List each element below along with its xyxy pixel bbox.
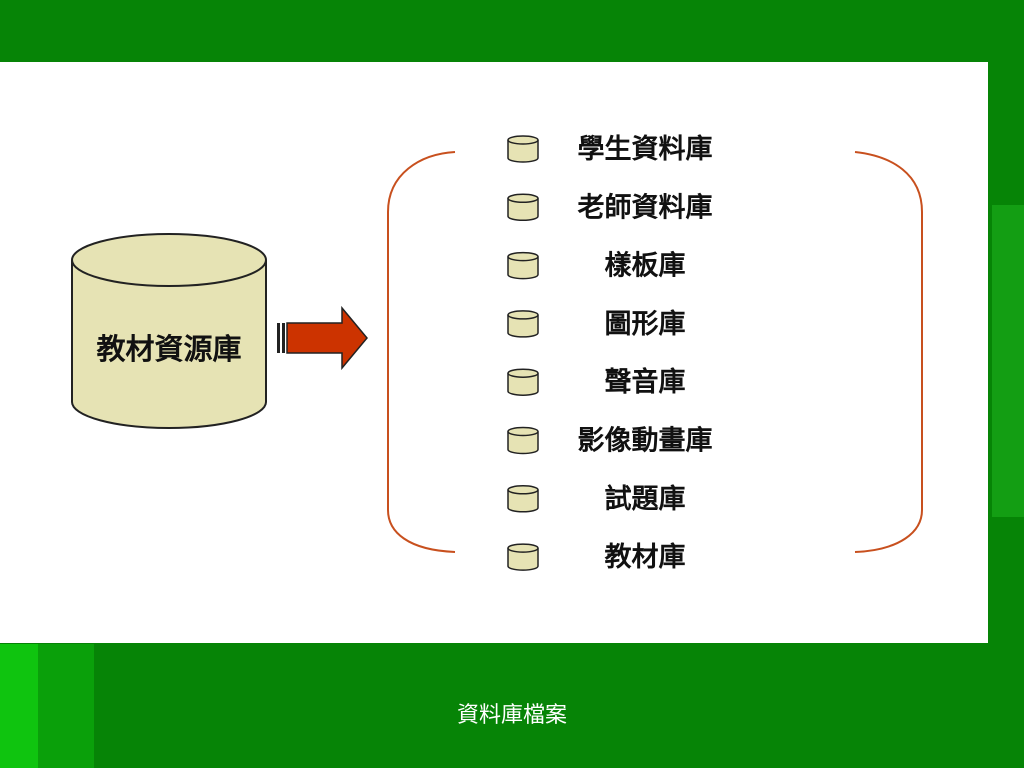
database-icon	[507, 135, 539, 163]
database-icon	[507, 310, 539, 338]
content-panel: 教材資源庫 學生資料庫老師資料庫樣板庫圖形庫聲音庫影像動畫庫試題庫教材庫	[0, 62, 988, 643]
database-item-label: 試題庫	[605, 483, 686, 515]
decor-bar-left-inner	[38, 644, 94, 768]
database-icon	[507, 193, 539, 222]
list-item: 影像動畫庫	[507, 426, 713, 457]
database-icon	[507, 426, 539, 455]
left-bracket	[387, 151, 456, 553]
database-icon	[507, 485, 539, 513]
list-item: 圖形庫	[507, 309, 686, 340]
database-item-label: 影像動畫庫	[578, 426, 713, 457]
footer-caption: 資料庫檔案	[456, 703, 567, 728]
database-icon	[507, 543, 539, 571]
list-item: 聲音庫	[507, 366, 686, 398]
database-icon	[507, 251, 539, 280]
list-item: 試題庫	[507, 483, 686, 515]
right-bracket	[854, 151, 923, 553]
database-icon	[507, 368, 539, 396]
decor-band-right	[992, 205, 1024, 517]
list-item: 樣板庫	[507, 251, 686, 282]
list-item: 學生資料庫	[507, 134, 713, 165]
arrow-right-icon	[277, 305, 368, 371]
source-label: 教材資源庫	[96, 332, 241, 366]
list-item: 老師資料庫	[507, 192, 713, 223]
database-item-label: 樣板庫	[605, 251, 686, 282]
database-item-label: 聲音庫	[605, 366, 686, 398]
decor-bar-left	[0, 644, 38, 768]
database-item-label: 老師資料庫	[578, 192, 713, 223]
database-item-label: 學生資料庫	[578, 134, 713, 165]
database-item-label: 圖形庫	[605, 309, 686, 340]
database-item-label: 教材庫	[605, 542, 686, 573]
list-item: 教材庫	[507, 542, 686, 573]
source-database-cylinder	[71, 233, 267, 429]
